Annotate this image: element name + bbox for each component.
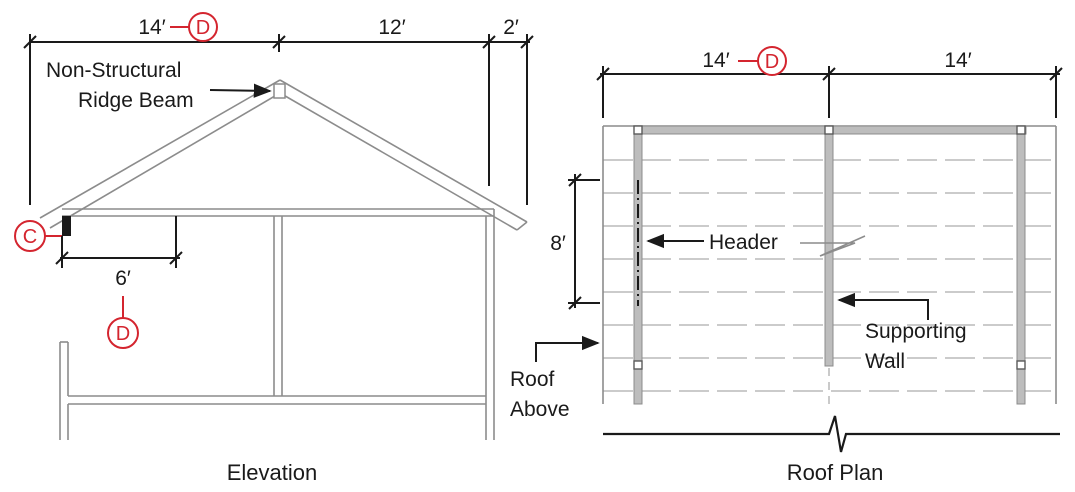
elevation-dim-left: 14′ — [138, 16, 165, 39]
header-label: Header — [709, 231, 778, 254]
callout-d-elevation-bottom: D — [107, 296, 139, 349]
exterior-wall-right — [485, 216, 495, 440]
roof-plan-caption: Roof Plan — [787, 460, 884, 485]
roof-above-label-line1: Roof — [510, 368, 555, 391]
roof-above-arrow — [535, 335, 600, 362]
plan-break-symbol — [800, 235, 866, 257]
plan-dim-right: 14′ — [944, 49, 971, 72]
header-block — [62, 216, 71, 236]
plan-dim-left: 14′ — [702, 49, 729, 72]
callout-d-elevation-bottom-label: D — [116, 323, 130, 345]
elevation-top-dimension — [23, 34, 534, 205]
ceiling-joist — [62, 208, 495, 217]
callout-d-plan: D — [738, 46, 787, 76]
lower-structure — [59, 341, 486, 440]
elevation-dim-mid: 12′ — [378, 16, 405, 39]
ridge-arrow — [209, 83, 272, 98]
roof-rafters — [39, 79, 528, 231]
interior-wall — [273, 216, 283, 396]
callout-d-elevation-top-label: D — [196, 17, 210, 39]
callout-d-plan-label: D — [765, 51, 779, 73]
plan-top-dimension — [596, 66, 1063, 118]
ridge-label-line1: Non-Structural — [46, 59, 181, 82]
callout-c-label: C — [23, 226, 37, 248]
post-markers — [633, 125, 1026, 370]
supporting-wall-arrow — [837, 292, 929, 320]
roof-plan-view: 14′ 14′ D 8′ Header Supporting Wall Roof… — [510, 46, 1063, 485]
ridge-beam — [273, 83, 286, 99]
callout-c-header: C — [14, 220, 62, 252]
callout-d-elevation-top: D — [170, 12, 218, 42]
header-length-dimension — [568, 173, 600, 310]
header-span-dimension — [55, 216, 183, 268]
elevation-caption: Elevation — [227, 460, 318, 485]
header-length-label: 8′ — [550, 232, 566, 255]
roof-above-label-line2: Above — [510, 398, 570, 421]
header-span-label: 6′ — [115, 267, 131, 290]
supporting-wall-label-line2: Wall — [865, 350, 905, 373]
elevation-view: 14′ 12′ 2′ D Non-Structural Ridge Beam C… — [14, 12, 534, 485]
elevation-dim-overhang: 2′ — [503, 16, 519, 39]
plan-break-line — [603, 415, 1060, 453]
ridge-label-line2: Ridge Beam — [78, 89, 194, 112]
supporting-wall-label-line1: Supporting — [865, 320, 967, 343]
